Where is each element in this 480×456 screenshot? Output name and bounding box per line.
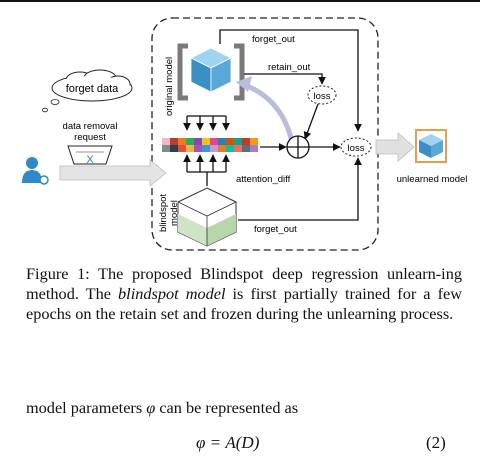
forget-out-bottom-line	[238, 157, 362, 221]
caption-rest: is first partially trained for a few epo…	[26, 284, 462, 323]
paragraph-before: model parameters	[26, 398, 147, 417]
dashed-frame	[151, 17, 379, 251]
removal-request-label-1: data removal	[63, 121, 118, 132]
cross-icon: X	[86, 154, 94, 166]
retain-out-label: retain_out	[268, 62, 311, 73]
update-arrow-head	[236, 76, 252, 92]
loss-node-right	[340, 137, 372, 157]
body-paragraph: model parameters φ can be represented as	[26, 398, 462, 418]
equation-expression: φ = A(D)	[196, 433, 260, 452]
original-model-label: original model	[164, 57, 175, 116]
removal-request-icon	[67, 145, 113, 165]
retain-out-line	[244, 73, 326, 85]
update-arrow	[241, 81, 295, 143]
input-arrows-bottom	[183, 154, 230, 186]
user-icon	[22, 157, 49, 185]
original-model-icon	[177, 43, 245, 101]
feature-strip	[162, 138, 258, 152]
removal-request-label-2: request	[74, 132, 106, 143]
blindspot-diagram: forget data data removal request X origi…	[0, 0, 480, 251]
equation: φ = A(D) (2)	[0, 433, 480, 455]
forget-out-top-label: forget_out	[252, 34, 295, 45]
request-arrow	[59, 159, 167, 187]
equation-number: (2)	[426, 433, 446, 452]
plus-node	[286, 135, 310, 159]
loss-right-label: loss	[348, 143, 365, 154]
forget-out-bottom-label: forget_out	[254, 224, 297, 235]
caption-lead: Figure 1: The proposed Blindspot deep re…	[26, 264, 462, 303]
forget-out-top-line	[219, 29, 362, 132]
loss-node-small	[307, 85, 337, 105]
loss-to-plus-arrow	[303, 103, 319, 140]
unlearned-model-label: unlearned model	[397, 174, 468, 185]
figure-caption: Figure 1: The proposed Blindspot deep re…	[26, 264, 462, 324]
attention-diff-label: attention_diff	[236, 174, 291, 185]
output-arrow	[375, 132, 415, 162]
loss-small-label: loss	[314, 91, 331, 102]
forget-data-label: forget data	[66, 83, 119, 95]
caption-italic: blindspot model	[118, 284, 226, 303]
blindspot-model-label-1: blindspot	[158, 194, 169, 232]
paragraph-after: can be represented as	[155, 398, 299, 417]
unlearned-model-icon	[415, 129, 447, 163]
forget-data-cloud	[42, 69, 133, 113]
blindspot-model-icon	[177, 187, 237, 247]
blindspot-model-label-2: model	[169, 200, 180, 226]
paragraph-symbol: φ	[146, 398, 156, 417]
input-arrows-top	[183, 115, 230, 131]
